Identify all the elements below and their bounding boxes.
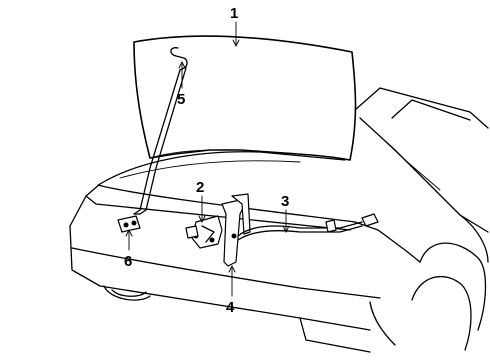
leader-lines xyxy=(125,21,290,297)
vehicle-body xyxy=(69,87,489,353)
callout-1: 1 xyxy=(230,5,238,22)
callout-6: 6 xyxy=(124,253,132,270)
safety-catch xyxy=(117,215,141,233)
hood-latch xyxy=(185,215,223,249)
callout-5: 5 xyxy=(177,91,185,108)
callout-4: 4 xyxy=(226,299,235,316)
callout-2: 2 xyxy=(196,179,204,196)
callout-3: 3 xyxy=(281,193,289,210)
hood xyxy=(133,35,357,161)
release-cable xyxy=(237,213,379,241)
striker-bracket xyxy=(221,193,251,267)
hood-prop-rod xyxy=(133,47,188,215)
